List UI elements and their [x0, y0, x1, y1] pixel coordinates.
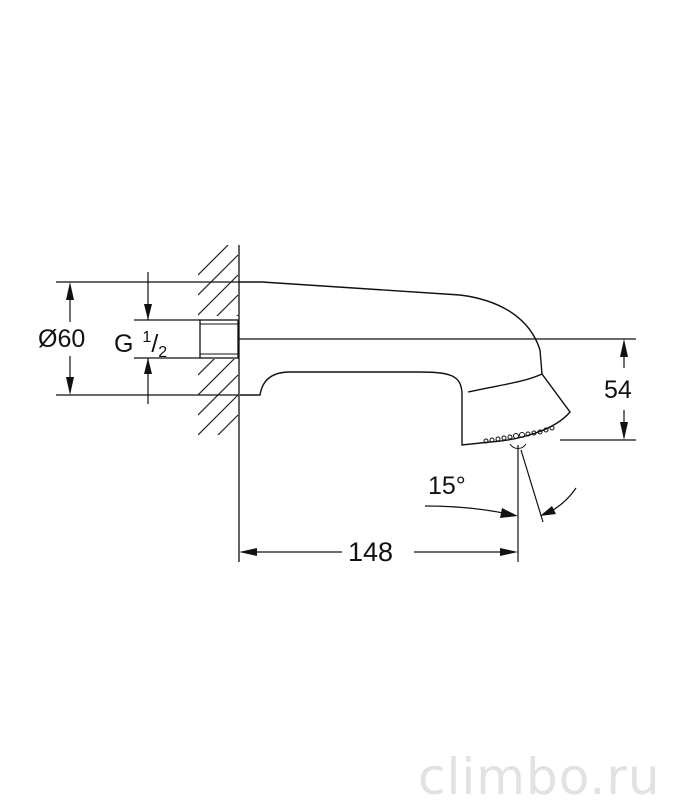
- thread-letter: G: [114, 330, 134, 358]
- length-label: 148: [348, 537, 394, 567]
- watermark: climbo.ru: [418, 748, 661, 806]
- thread-connector: [199, 319, 239, 359]
- wall-cutout: [198, 316, 239, 359]
- thread-label: G 1/2: [114, 329, 167, 361]
- thread-slash: /: [151, 330, 159, 358]
- length-dimension: [239, 548, 518, 556]
- thread-denominator: 2: [158, 344, 168, 361]
- height-dimension: [239, 338, 636, 441]
- angle-dimension: [424, 445, 577, 562]
- thread-dimension: [134, 272, 200, 404]
- diameter-label: Ø60: [38, 325, 86, 353]
- angle-label: 15°: [428, 472, 466, 500]
- thread-numerator: 1: [142, 329, 152, 346]
- spray-nozzles: [483, 425, 555, 449]
- height-label: 54: [604, 376, 632, 404]
- spout-body-outline: [239, 281, 571, 446]
